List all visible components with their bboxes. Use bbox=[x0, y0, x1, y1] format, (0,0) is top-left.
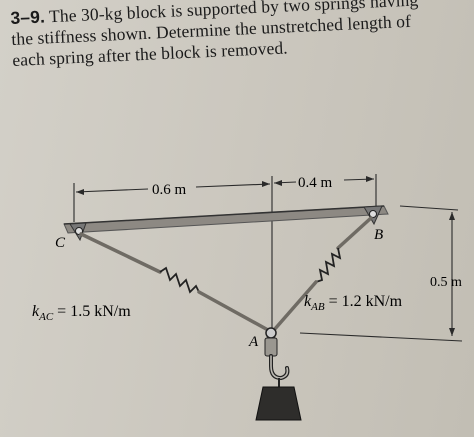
hook-assembly bbox=[255, 327, 302, 421]
k-ab-subscript: AB bbox=[310, 301, 325, 313]
rod-ab-lower bbox=[272, 280, 318, 332]
point-label-b: B bbox=[374, 227, 383, 243]
hook-highlight bbox=[270, 355, 289, 379]
dim-label-vertical: 0.5 m bbox=[430, 275, 462, 290]
point-label-a: A bbox=[248, 334, 259, 350]
k-ab-symbol: k bbox=[304, 293, 312, 310]
stiffness-label-ab: kAB = 1.2 kN/m bbox=[304, 293, 403, 313]
arrow-right-1 bbox=[366, 176, 374, 182]
coil-ac bbox=[159, 266, 200, 294]
dim-line-left-a bbox=[75, 188, 149, 193]
arrow-left-1 bbox=[262, 181, 270, 187]
k-ac-symbol: k bbox=[32, 303, 40, 320]
dim-ext-bottom bbox=[299, 332, 463, 342]
pin-support-b bbox=[363, 205, 383, 226]
ring-a bbox=[265, 327, 277, 339]
spring-ac bbox=[79, 232, 270, 332]
weight-block bbox=[255, 386, 302, 421]
dim-line-left-b bbox=[195, 183, 271, 188]
rod-ac-lower bbox=[197, 290, 270, 332]
ceiling-edge bbox=[63, 205, 385, 225]
pin-b bbox=[369, 210, 377, 218]
rod-ac-upper bbox=[79, 232, 162, 274]
dimension-arrows bbox=[76, 176, 455, 336]
arrow-vert-bottom bbox=[449, 328, 455, 336]
pin-support-c bbox=[69, 222, 87, 242]
arrow-vert-top bbox=[449, 212, 455, 220]
hook-swivel bbox=[264, 337, 278, 357]
rod-ab-upper bbox=[336, 216, 373, 250]
dim-label-right: 0.4 m bbox=[298, 175, 333, 191]
arrow-right-0 bbox=[274, 180, 282, 186]
k-ab-value: = 1.2 kN/m bbox=[325, 293, 403, 310]
ceiling-beam bbox=[63, 205, 389, 234]
spring-ab bbox=[272, 216, 373, 332]
k-ac-value: = 1.5 kN/m bbox=[53, 303, 131, 320]
dim-ext-top bbox=[399, 205, 459, 211]
k-ac-subscript: AC bbox=[38, 311, 54, 323]
dim-label-left: 0.6 m bbox=[152, 182, 187, 198]
arrow-left-0 bbox=[76, 189, 84, 195]
point-label-c: C bbox=[55, 235, 66, 251]
coil-ab bbox=[315, 247, 342, 283]
stiffness-label-ac: kAC = 1.5 kN/m bbox=[32, 303, 131, 323]
ceiling-support bbox=[63, 205, 389, 234]
